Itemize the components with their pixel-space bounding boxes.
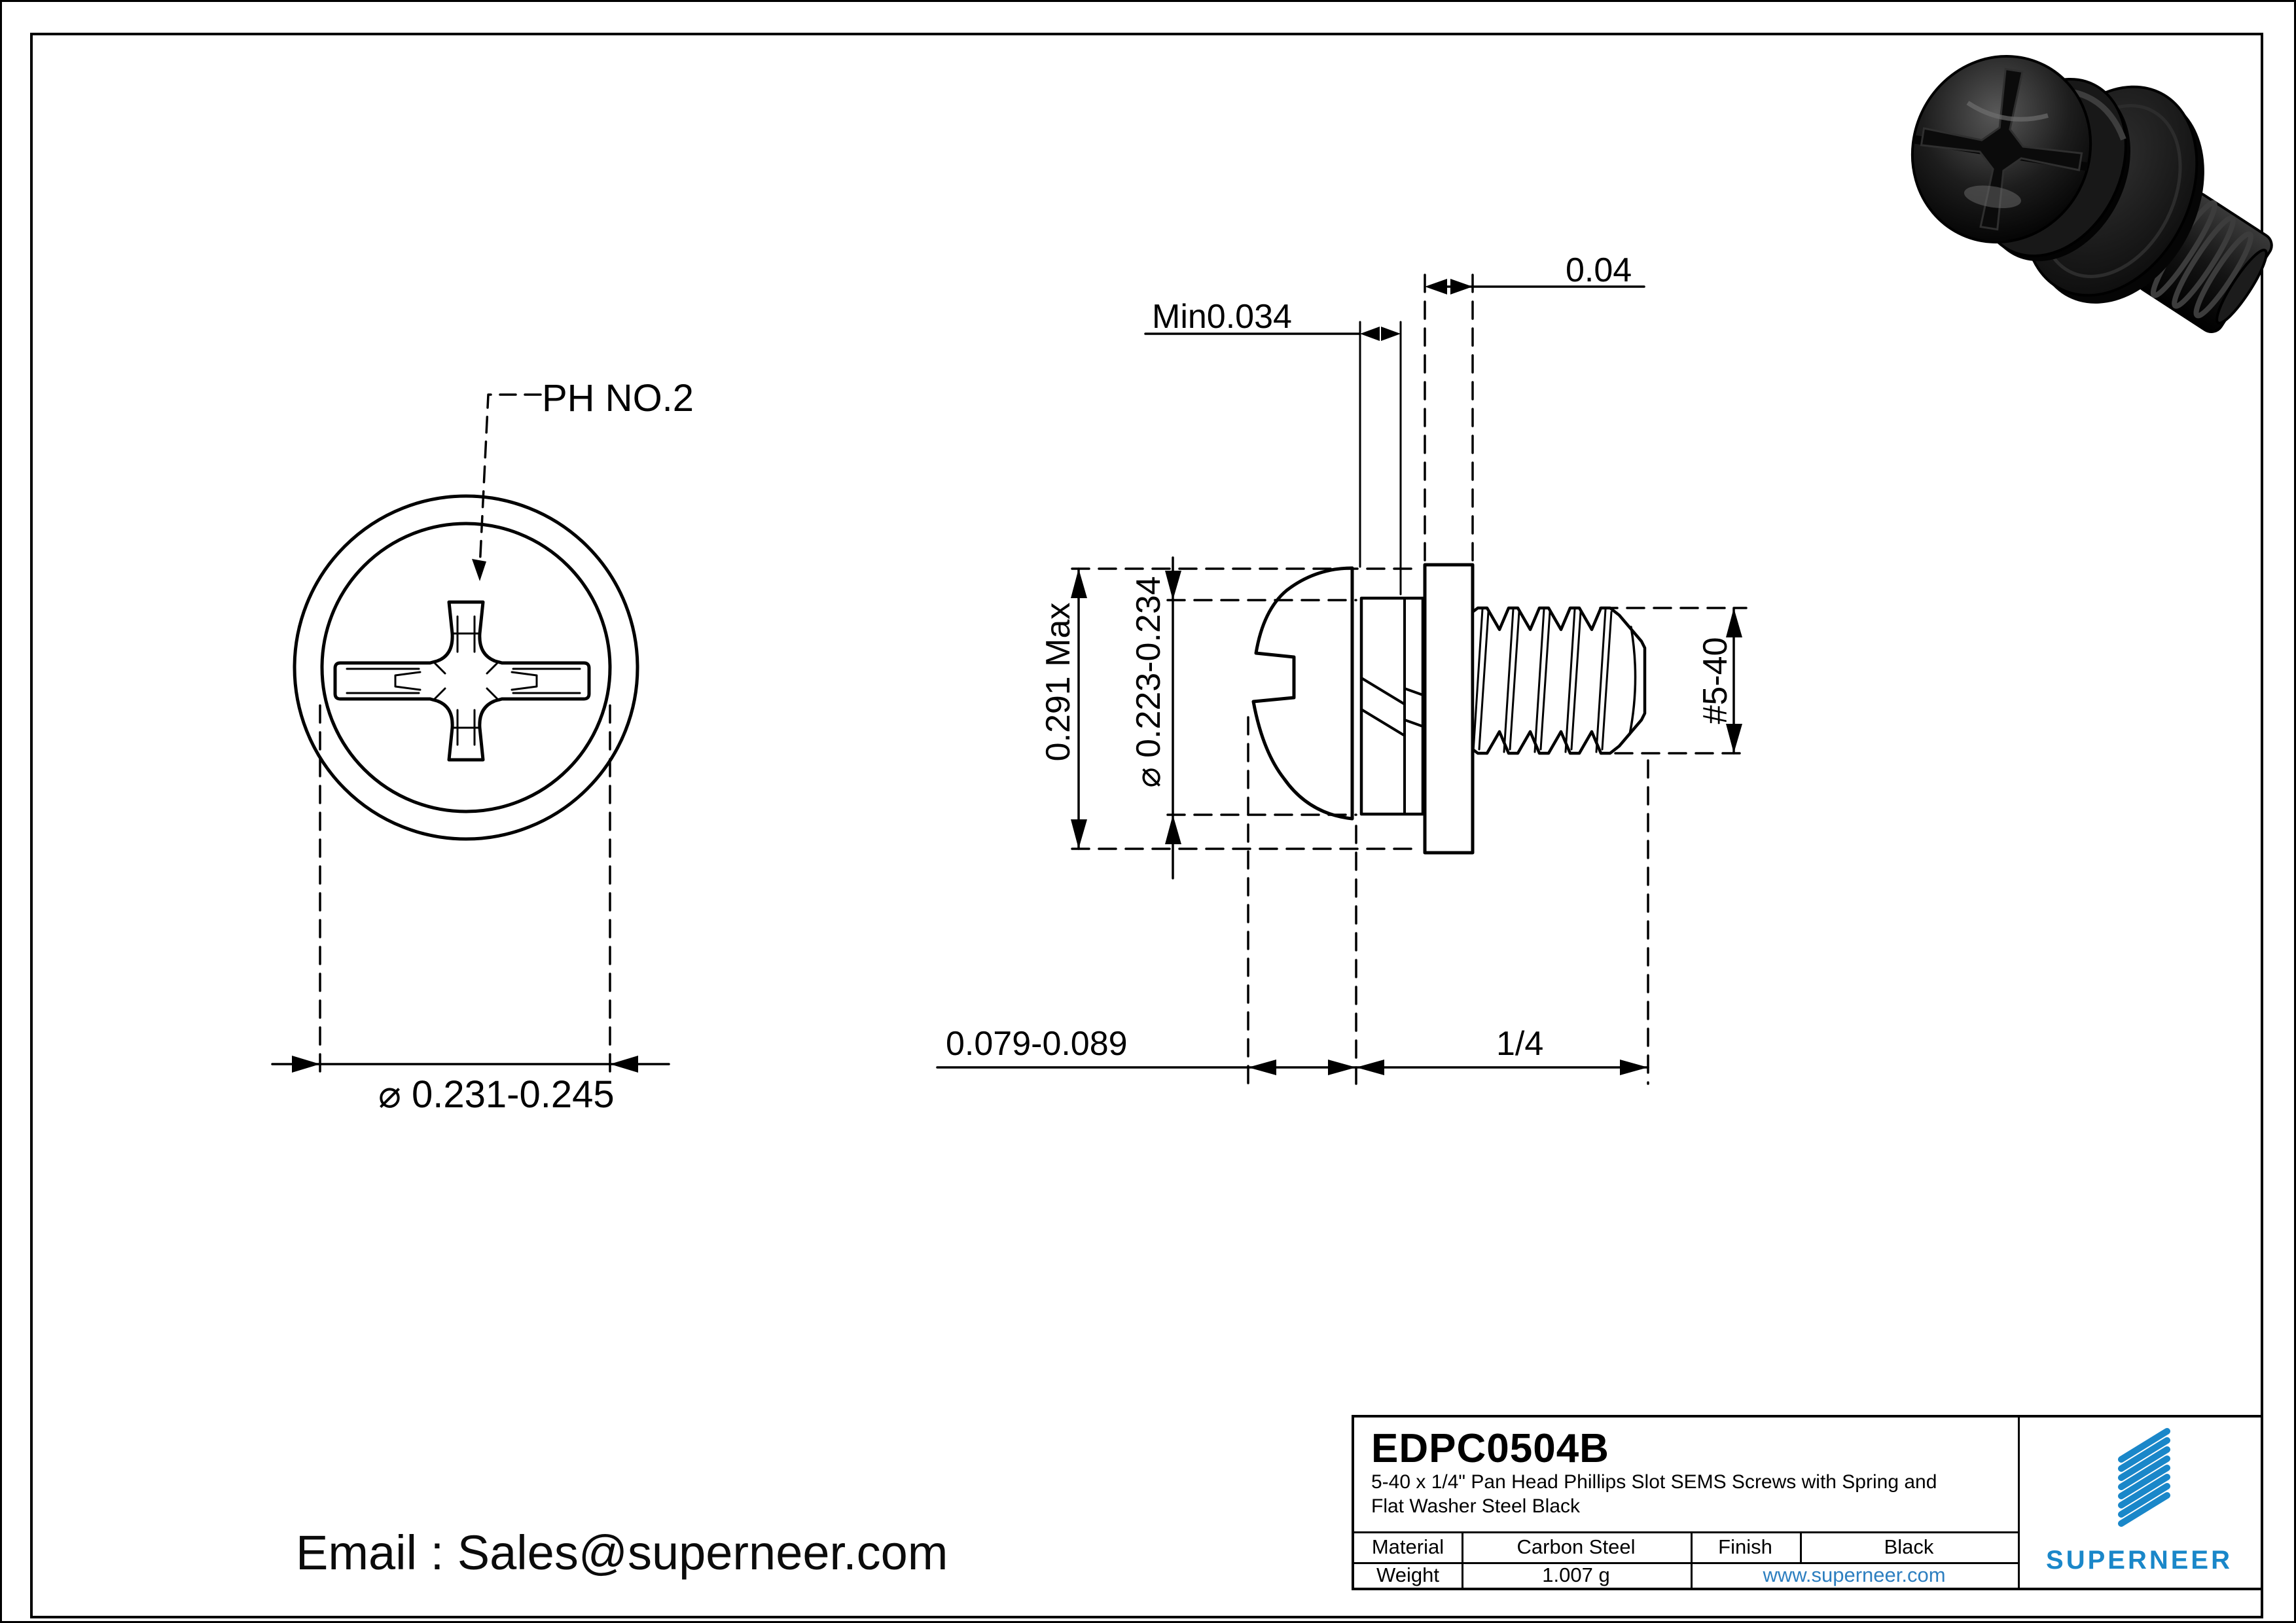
brand-logo <box>2118 1428 2170 1527</box>
drive-leader <box>472 393 542 581</box>
tb-divider <box>1800 1531 1802 1562</box>
front-diameter-label: ⌀ 0.231-0.245 <box>378 1073 615 1116</box>
side-spring-washer <box>1359 596 1425 816</box>
dim-thread-spec <box>1599 607 1748 755</box>
render-head <box>1910 55 2092 243</box>
finish-label: Finish <box>1718 1535 1772 1558</box>
head-height-label: 0.079-0.089 <box>946 1025 1128 1063</box>
website-link[interactable]: www.superneer.com <box>1763 1563 1946 1586</box>
logo-stripes-icon <box>2118 1428 2170 1527</box>
sheet-inner-frame <box>30 33 2263 1618</box>
finish-value: Black <box>1884 1535 1934 1558</box>
dim-washer-od <box>1071 567 1422 850</box>
spring-od-label: ⌀ 0.223-0.234 <box>1130 576 1168 787</box>
part-description-line2: Flat Washer Steel Black <box>1371 1495 1580 1517</box>
title-block: EDPC0504B 5-40 x 1/4" Pan Head Phillips … <box>1352 1415 2263 1590</box>
contact-email: Email : Sales@superneer.com <box>296 1525 948 1580</box>
tb-divider <box>1354 1531 2018 1533</box>
side-view <box>936 274 1748 1085</box>
tb-divider <box>1462 1531 1463 1588</box>
side-flat-washer <box>1423 563 1475 855</box>
dim-bottom <box>936 716 1649 1085</box>
product-3d-render <box>1910 55 2273 333</box>
washer-thickness-label: 0.04 <box>1566 251 1632 289</box>
dim-washer-thickness <box>1424 274 1645 562</box>
front-diameter-dim <box>271 704 670 1082</box>
drive-label: PH NO.2 <box>542 377 694 419</box>
front-view <box>271 393 670 1082</box>
material-value: Carbon Steel <box>1516 1535 1636 1558</box>
part-number: EDPC0504B <box>1371 1426 1609 1471</box>
brand-name: SUPERNEER <box>2046 1546 2233 1575</box>
washer-od-label: 0.291 Max <box>1039 603 1077 762</box>
side-thread <box>1471 606 1647 755</box>
tb-divider <box>1354 1562 2018 1564</box>
side-head <box>1251 566 1354 821</box>
weight-label: Weight <box>1376 1563 1439 1586</box>
thread-spec-label: #5-40 <box>1696 637 1734 724</box>
brand-area: SUPERNEER <box>2018 1418 2261 1588</box>
front-washer-outline <box>293 494 639 841</box>
dim-spring-od <box>1165 556 1357 880</box>
tb-divider <box>1691 1531 1693 1588</box>
part-description-line1: 5-40 x 1/4" Pan Head Phillips Slot SEMS … <box>1371 1471 1937 1493</box>
tb-divider <box>2018 1418 2020 1588</box>
front-recess-detail <box>346 615 581 746</box>
dim-spring-min <box>1144 321 1402 596</box>
front-phillips-cross <box>428 600 504 762</box>
spring-min-label: Min0.034 <box>1152 298 1292 336</box>
front-head-outline <box>320 522 612 813</box>
weight-value: 1.007 g <box>1542 1563 1610 1586</box>
screw-length-label: 1/4 <box>1496 1025 1543 1063</box>
material-label: Material <box>1371 1535 1444 1558</box>
front-slot <box>333 661 591 701</box>
